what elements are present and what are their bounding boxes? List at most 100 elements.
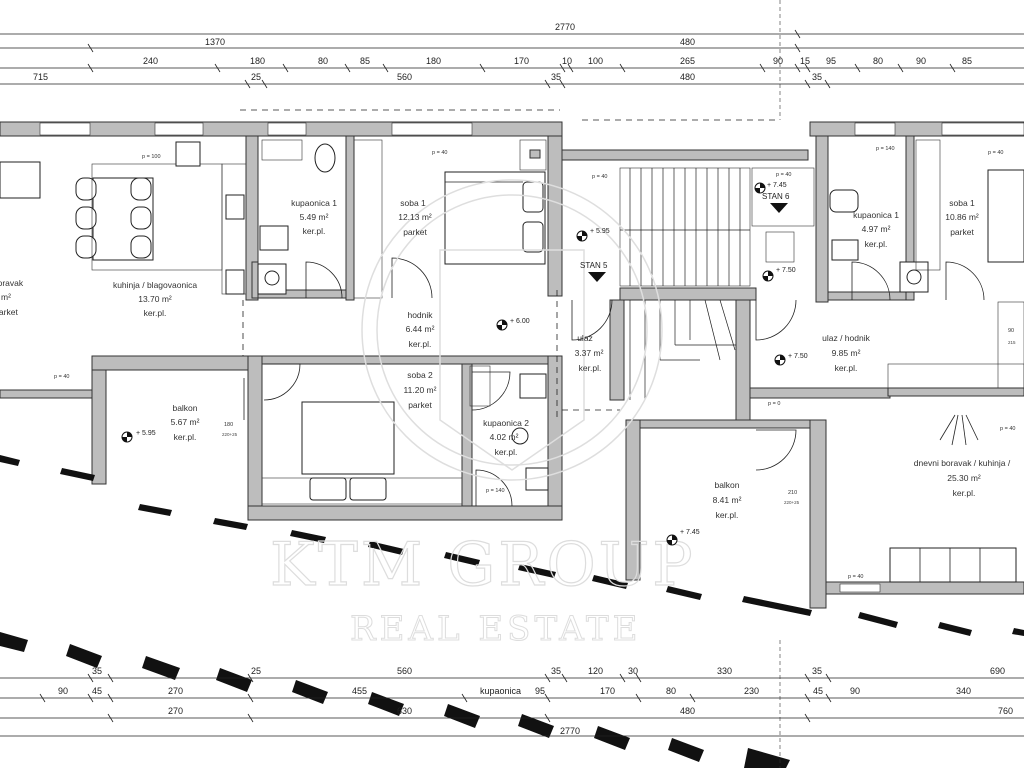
level-1-text: + 5.95	[590, 228, 610, 235]
parapet-labels: p = 100 p = 40 p = 40 p = 40 p = 40 p = …	[54, 146, 1015, 580]
room-boravak-area: m²	[1, 292, 11, 302]
room-ulazh-name: ulaz / hodnik	[822, 333, 870, 343]
level-marker-4: + 7.45	[754, 182, 787, 194]
dim-bot-r1-7: 35	[812, 666, 822, 676]
room-ulaz-name: ulaz	[577, 333, 593, 343]
dim-bot-r2-4: kupaonica	[480, 686, 521, 696]
room-boravak-floor: parket	[0, 307, 18, 317]
dim-top-r3-1: 25	[251, 72, 261, 82]
level-marker-1: + 5.95	[576, 228, 610, 242]
room-kuhinja: kuhinja / blagovaonica 13.70 m² ker.pl.	[113, 280, 197, 318]
level-marker-2: + 6.00	[496, 318, 530, 331]
opening-3-h: 215	[1008, 340, 1016, 345]
room-kup1-area: 5.49 m²	[300, 212, 329, 222]
diagonal-marks	[0, 455, 1024, 768]
level-marker-5: + 7.50	[762, 267, 796, 282]
room-hodnik-area: 6.44 m²	[406, 324, 435, 334]
level-markers: + 5.95 + 6.00 + 5.95 + 7.45 + 7.50 + 7.5…	[121, 182, 808, 546]
room-labels: boravak m² parket kuhinja / blagovaonica…	[0, 198, 1011, 520]
parapet-8: p = 0	[768, 401, 780, 407]
room-hodnik: hodnik 6.44 m² ker.pl.	[406, 310, 435, 349]
dim-bot-r1-8: 690	[990, 666, 1005, 676]
level-marker-7: + 7.45	[666, 529, 700, 546]
room-kup1-floor: ker.pl.	[303, 226, 326, 236]
dim-top-r2-11: 95	[826, 56, 836, 66]
room-ulazh-floor: ker.pl.	[835, 363, 858, 373]
stan-6-label: STAN 6	[762, 192, 790, 201]
parapet-2: p = 40	[432, 150, 447, 156]
parapet-11: p = 40	[1000, 426, 1015, 432]
room-soba2-area: 11.20 m²	[404, 385, 437, 395]
room-balkon1-area: 5.67 m²	[171, 417, 200, 427]
opening-3-w: 90	[1008, 328, 1014, 334]
parapet-4: p = 40	[592, 174, 607, 180]
parapet-6: p = 140	[486, 488, 505, 494]
dim-top-r3-0: 715	[33, 72, 48, 82]
room-balkon-left: balkon 5.67 m² ker.pl.	[171, 403, 200, 442]
dim-top-r3-2: 560	[397, 72, 412, 82]
dim-bot-r1-6: 330	[717, 666, 732, 676]
watermark-line2: REAL ESTATE	[350, 609, 641, 649]
room-soba2-floor: parket	[408, 400, 432, 410]
dim-top-r2-14: 85	[962, 56, 972, 66]
dim-bot-r1-0: 35	[92, 666, 102, 676]
dim-top-r2-4: 180	[426, 56, 441, 66]
dim-bot-r2-11: 340	[956, 686, 971, 696]
room-balkon1-name: balkon	[172, 403, 197, 413]
room-kup1r-name: kupaonica 1	[853, 210, 899, 220]
dim-bot-r3-0: 270	[168, 706, 183, 716]
level-2-text: + 6.00	[510, 318, 530, 325]
walls	[0, 121, 1024, 609]
room-boravak-name: boravak	[0, 278, 24, 288]
room-boravak: boravak m² parket	[0, 278, 24, 317]
opening-1-w: 180	[224, 422, 233, 428]
parapet-5: p = 40	[776, 172, 791, 178]
dim-bot-r1-5: 30	[628, 666, 638, 676]
dim-bot-r1-3: 35	[551, 666, 561, 676]
room-soba1-floor: parket	[403, 227, 427, 237]
dim-bot-r2-0: 90	[58, 686, 68, 696]
room-kup2-area: 4.02 m²	[490, 432, 519, 442]
room-dnevni-area: 25.30 m²	[947, 473, 981, 483]
room-soba2: soba 2 11.20 m² parket	[404, 370, 437, 410]
parapet-9: p = 140	[876, 146, 895, 152]
level-5-text: + 7.50	[776, 267, 796, 274]
room-hodnik-name: hodnik	[407, 310, 433, 320]
room-soba1r-floor: parket	[950, 227, 974, 237]
room-soba2-name: soba 2	[407, 370, 433, 380]
room-balkon2-name: balkon	[714, 480, 739, 490]
parapet-10: p = 40	[848, 574, 863, 580]
opening-2-h: 220+25	[784, 500, 800, 505]
dim-top-r2-13: 90	[916, 56, 926, 66]
room-kupaonica2: kupaonica 2 4.02 m² ker.pl.	[483, 418, 529, 457]
dim-bot-r2-10: 90	[850, 686, 860, 696]
room-soba1-name: soba 1	[400, 198, 426, 208]
dim-top-r3-3: 35	[551, 72, 561, 82]
room-kuhinja-area: 13.70 m²	[138, 294, 172, 304]
level-marker-3: + 5.95	[121, 430, 156, 443]
room-kup1-name: kupaonica 1	[291, 198, 337, 208]
level-3-text: + 5.95	[136, 430, 156, 437]
doors	[243, 257, 985, 507]
dim-bot-r2-6: 170	[600, 686, 615, 696]
dim-top-r2-8: 265	[680, 56, 695, 66]
room-ulaz-floor: ker.pl.	[579, 363, 602, 373]
dim-bot-r1-4: 120	[588, 666, 603, 676]
dim-bot-r3-1: 630	[397, 706, 412, 716]
room-kupaonica1-right: kupaonica 1 4.97 m² ker.pl.	[853, 210, 899, 249]
room-dnevni-floor: ker.pl.	[953, 488, 976, 498]
dim-top-r2-12: 80	[873, 56, 883, 66]
level-7-text: + 7.45	[680, 529, 700, 536]
dim-bot-r2-7: 80	[666, 686, 676, 696]
opening-labels: 180 220+25 210 220+25 90 215	[222, 328, 1016, 505]
room-kup1r-floor: ker.pl.	[865, 239, 888, 249]
room-dnevni-boravak: dnevni boravak / kuhinja / 25.30 m² ker.…	[914, 458, 1011, 498]
room-balkon1-floor: ker.pl.	[174, 432, 197, 442]
watermark-line1: KTM GROUP	[270, 530, 696, 600]
room-soba1-left: soba 1 12.13 m² parket	[398, 198, 432, 237]
room-ulazh-area: 9.85 m²	[832, 348, 861, 358]
dim-bot-r2-8: 230	[744, 686, 759, 696]
room-soba1-right: soba 1 10.86 m² parket	[945, 198, 979, 237]
dim-top-r3-5: 35	[812, 72, 822, 82]
